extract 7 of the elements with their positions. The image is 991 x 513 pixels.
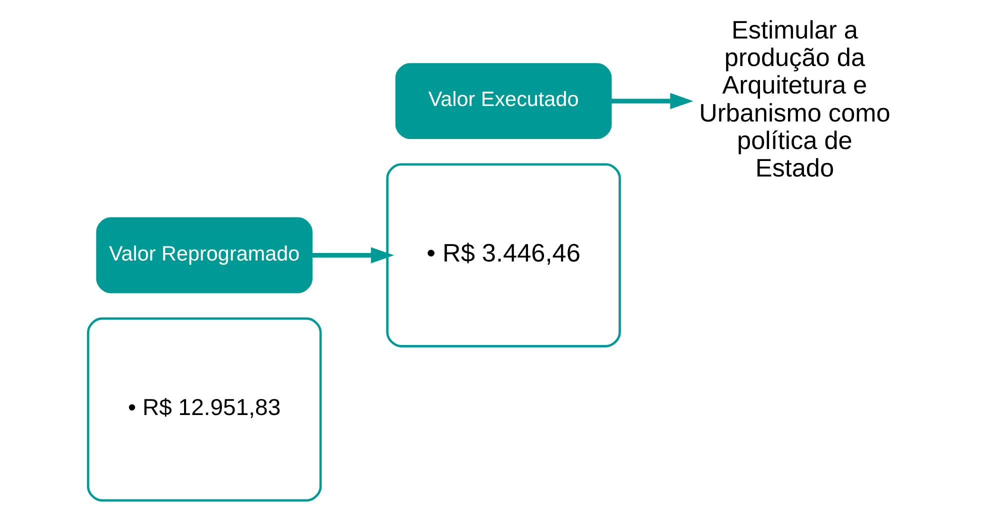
node-box: Valor Reprogramado xyxy=(96,216,313,293)
node-box: • R$ 12.951,83 xyxy=(86,316,322,502)
node-box: Valor Executado xyxy=(395,62,612,139)
node-text: Estimular a produção da Arquitetura e Urbanismo como política de Estado xyxy=(699,16,890,182)
arrow xyxy=(312,246,394,263)
node-box: • R$ 3.446,46 xyxy=(386,162,621,347)
arrow xyxy=(611,92,694,109)
